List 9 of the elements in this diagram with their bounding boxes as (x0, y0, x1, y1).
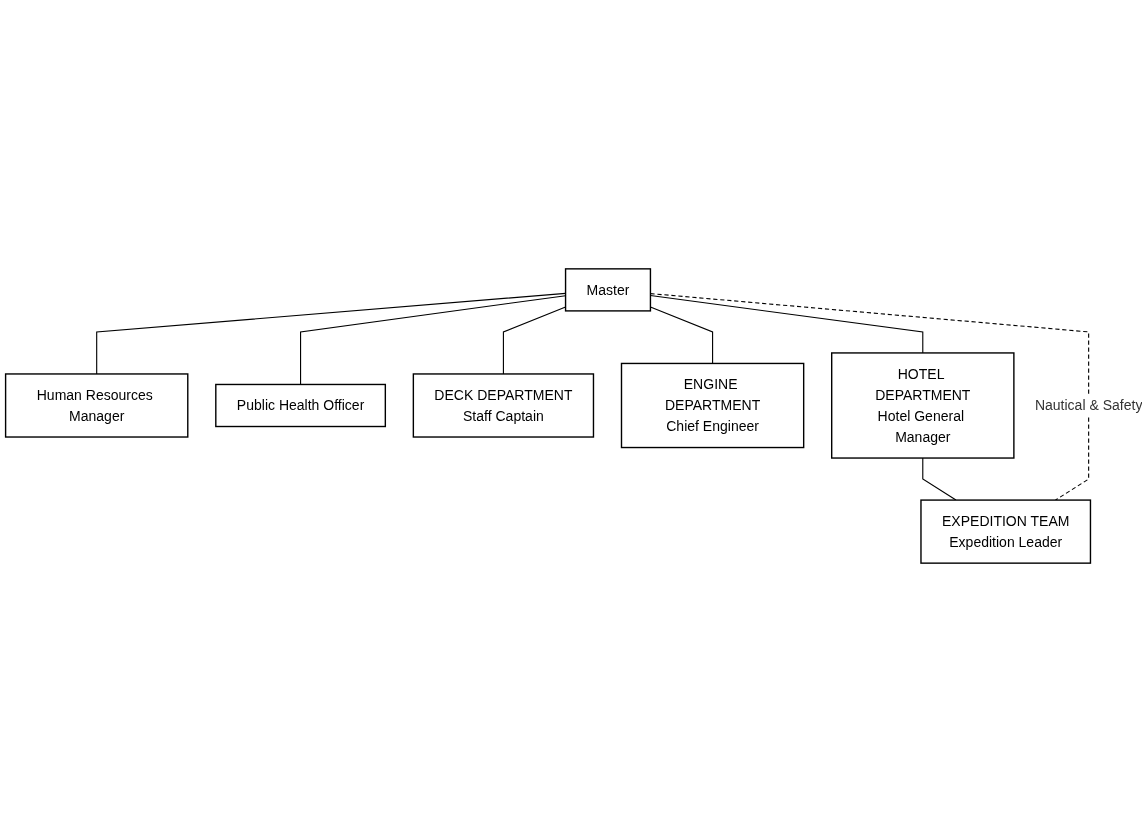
connector (922, 457, 957, 501)
edge-label: Nautical & Safety (1034, 397, 1143, 414)
node-box: Human Resources Manager (4, 373, 189, 438)
node-box: HOTEL DEPARTMENT Hotel General Manager (831, 352, 1015, 459)
node-box: DECK DEPARTMENT Staff Captain (412, 373, 595, 438)
node-box: Master (564, 268, 652, 312)
node-box: ENGINE DEPARTMENT Chief Engineer (620, 362, 805, 449)
node-box: EXPEDITION TEAM Expedition Leader (920, 499, 1092, 564)
node-box: Public Health Officer (215, 383, 387, 428)
